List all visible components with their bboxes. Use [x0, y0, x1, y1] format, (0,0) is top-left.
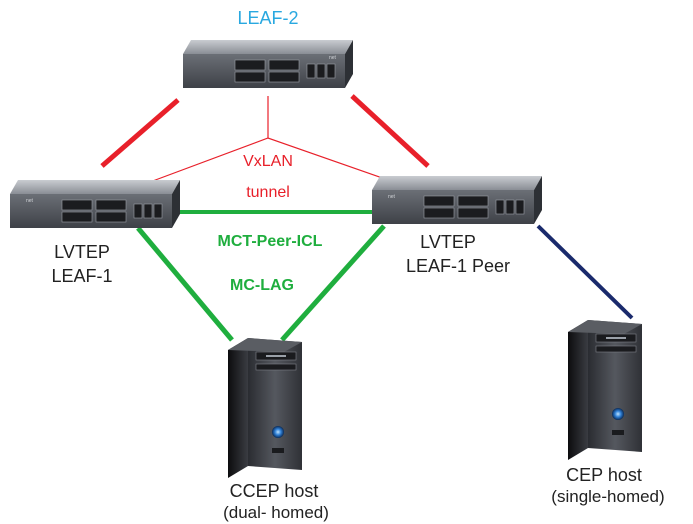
- single-homed-link: [536, 224, 634, 320]
- power-icon: [272, 426, 284, 438]
- leaf1-peer-switch: net: [372, 176, 542, 224]
- mclag-label: MC-LAG: [230, 277, 294, 294]
- ccep-host-label-line1: CCEP host: [230, 481, 319, 501]
- green-links: [136, 210, 386, 342]
- svg-text:net: net: [388, 194, 396, 200]
- vxlan-link-leaf2-leaf1: [100, 98, 180, 168]
- tunnel-label: tunnel: [246, 184, 290, 201]
- ccep-host-tower: [228, 338, 302, 478]
- mclag-link-peer: [280, 224, 386, 342]
- mclag-link-leaf1: [136, 226, 234, 342]
- svg-text:net: net: [329, 55, 337, 61]
- leaf2-switch: net: [183, 40, 353, 88]
- svg-text:net: net: [26, 198, 34, 204]
- vxlan-label: VxLAN: [243, 153, 293, 170]
- cep-host-label-line2: (single-homed): [551, 487, 664, 506]
- leaf1-peer-label-line1: LVTEP: [420, 232, 476, 252]
- leaf1-label-line1: LVTEP: [54, 242, 110, 262]
- power-icon: [612, 408, 624, 420]
- cep-host-label-line1: CEP host: [566, 465, 642, 485]
- cep-host-tower: [568, 320, 642, 460]
- leaf1-switch: net: [10, 180, 180, 228]
- leaf1-peer-label-line2: LEAF-1 Peer: [406, 256, 510, 276]
- leaf1-label-line2: LEAF-1: [51, 266, 112, 286]
- ccep-host-label-line2: (dual- homed): [223, 503, 329, 522]
- leaf2-label: LEAF-2: [237, 8, 298, 28]
- vxlan-links: [100, 94, 430, 183]
- mct-peer-icl-label: MCT-Peer-ICL: [218, 233, 323, 250]
- vxlan-link-leaf2-peer: [350, 94, 430, 168]
